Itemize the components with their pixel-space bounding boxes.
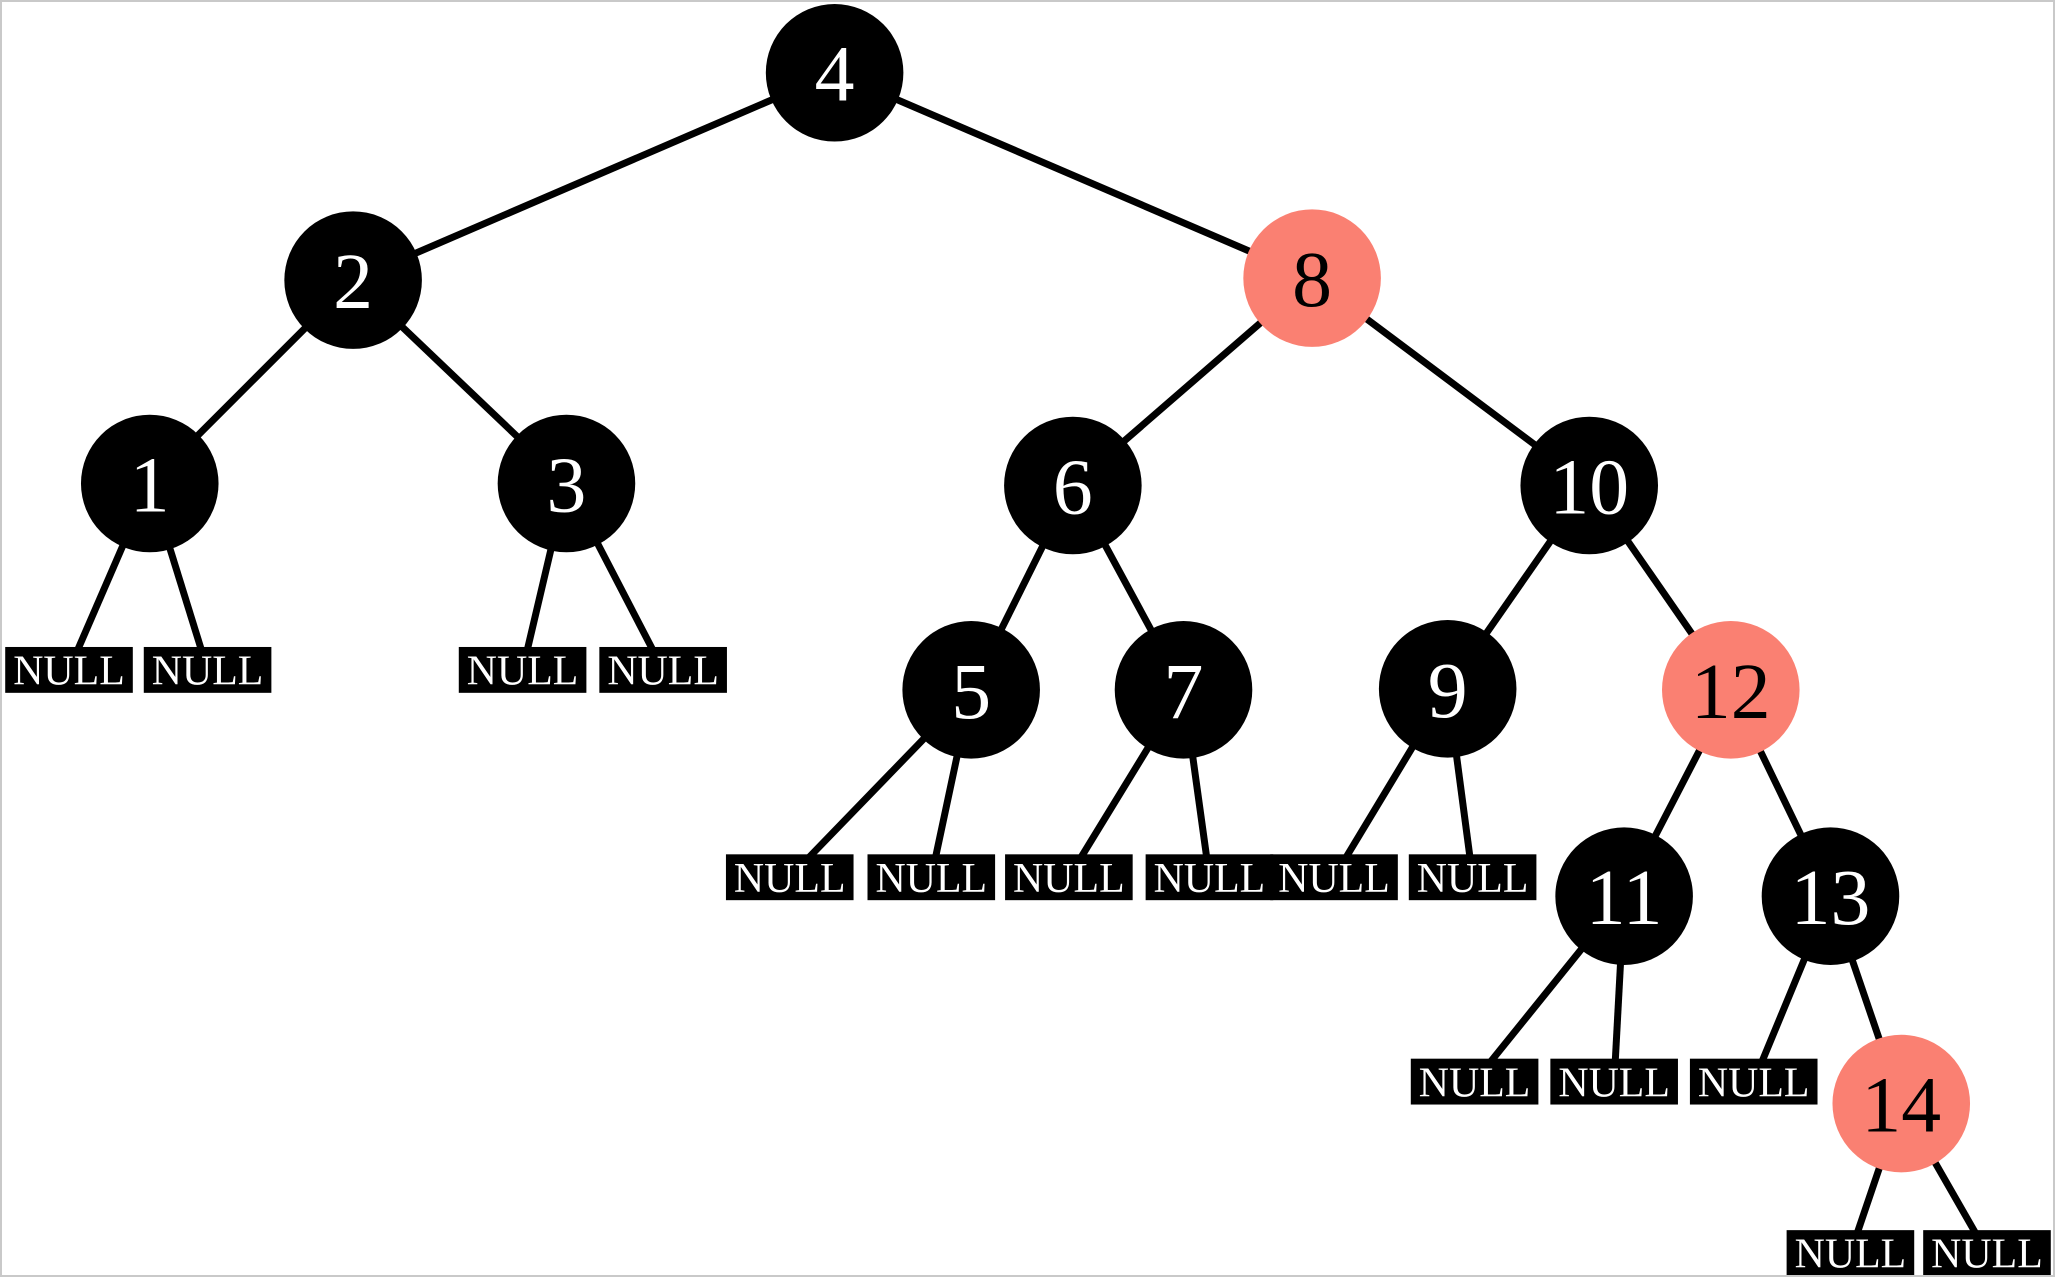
tree-node-label-7: 7 [1164,648,1204,736]
tree-node-label-8: 8 [1292,236,1332,324]
tree-node-label-6: 6 [1053,443,1093,531]
null-leaf-box-null-1-right [143,646,272,693]
tree-node-label-3: 3 [547,441,587,529]
tree-node-label-10: 10 [1549,443,1629,531]
null-leaf-box-null-7-left [1005,854,1133,901]
tree-node-label-2: 2 [333,238,373,326]
tree-node-11-black [1555,827,1693,965]
tree-node-label-12: 12 [1691,648,1771,736]
tree-node-label-13: 13 [1791,854,1871,942]
tree-edge-4-8 [833,69,1314,282]
tree-edge-4-2 [351,69,836,284]
tree-node-8-red [1243,209,1381,347]
tree-node-label-9: 9 [1428,647,1468,735]
null-leaf-label: NULL [1558,1060,1670,1106]
tree-node-1-black [80,414,219,553]
null-leaf-label: NULL [1417,856,1529,902]
tree-node-label-14: 14 [1861,1061,1941,1149]
null-leaf-label: NULL [875,856,987,902]
tree-node-4-black [765,3,904,142]
null-leaf-label: NULL [1419,1060,1531,1106]
tree-node-7-black [1114,621,1253,759]
tree-node-6-black [1004,416,1142,555]
tree-node-label-4: 4 [815,31,855,119]
null-leaf-box-null-5-right [867,854,996,901]
tree-node-13-black [1761,827,1900,965]
null-leaf-box-null-11-right [1550,1058,1678,1105]
null-leaf-box-null-14-left [1786,1230,1915,1275]
tree-node-label-5: 5 [951,648,991,736]
null-leaf-box-null-14-right [1923,1230,2051,1275]
tree-node-14-red [1832,1034,1971,1173]
null-leaf-label: NULL [1795,1232,1907,1275]
null-leaf-label: NULL [1931,1232,2043,1275]
null-leaf-label: NULL [1698,1060,1810,1106]
null-leaf-label: NULL [467,649,579,695]
null-leaf-label: NULL [152,649,264,695]
null-leaf-box-null-1-left [5,646,133,693]
null-leaf-box-null-11-left [1410,1058,1539,1105]
tree-node-label-1: 1 [130,441,170,529]
null-leaf-label: NULL [1013,856,1125,902]
null-leaf-box-null-5-left [725,854,854,901]
tree-node-label-11: 11 [1586,854,1663,942]
null-leaf-box-null-9-right [1408,854,1537,901]
null-leaf-box-null-9-left [1270,854,1398,901]
tree-node-9-black [1378,620,1517,758]
null-leaf-label: NULL [1154,856,1266,902]
null-leaf-box-null-3-left [458,646,587,693]
null-leaf-box-null-7-right [1145,854,1274,901]
null-leaf-label: NULL [13,649,125,695]
null-leaf-label: NULL [607,649,719,695]
null-leaf-box-null-13-left [1689,1058,1818,1105]
tree-node-3-black [497,414,636,553]
tree-node-2-black [284,211,422,349]
tree-node-12-red [1662,621,1800,759]
tree-node-5-black [902,621,1040,759]
null-leaf-box-null-3-right [599,646,727,693]
tree-node-10-black [1520,416,1659,555]
null-leaf-label: NULL [1278,856,1390,902]
null-leaf-label: NULL [734,856,846,902]
